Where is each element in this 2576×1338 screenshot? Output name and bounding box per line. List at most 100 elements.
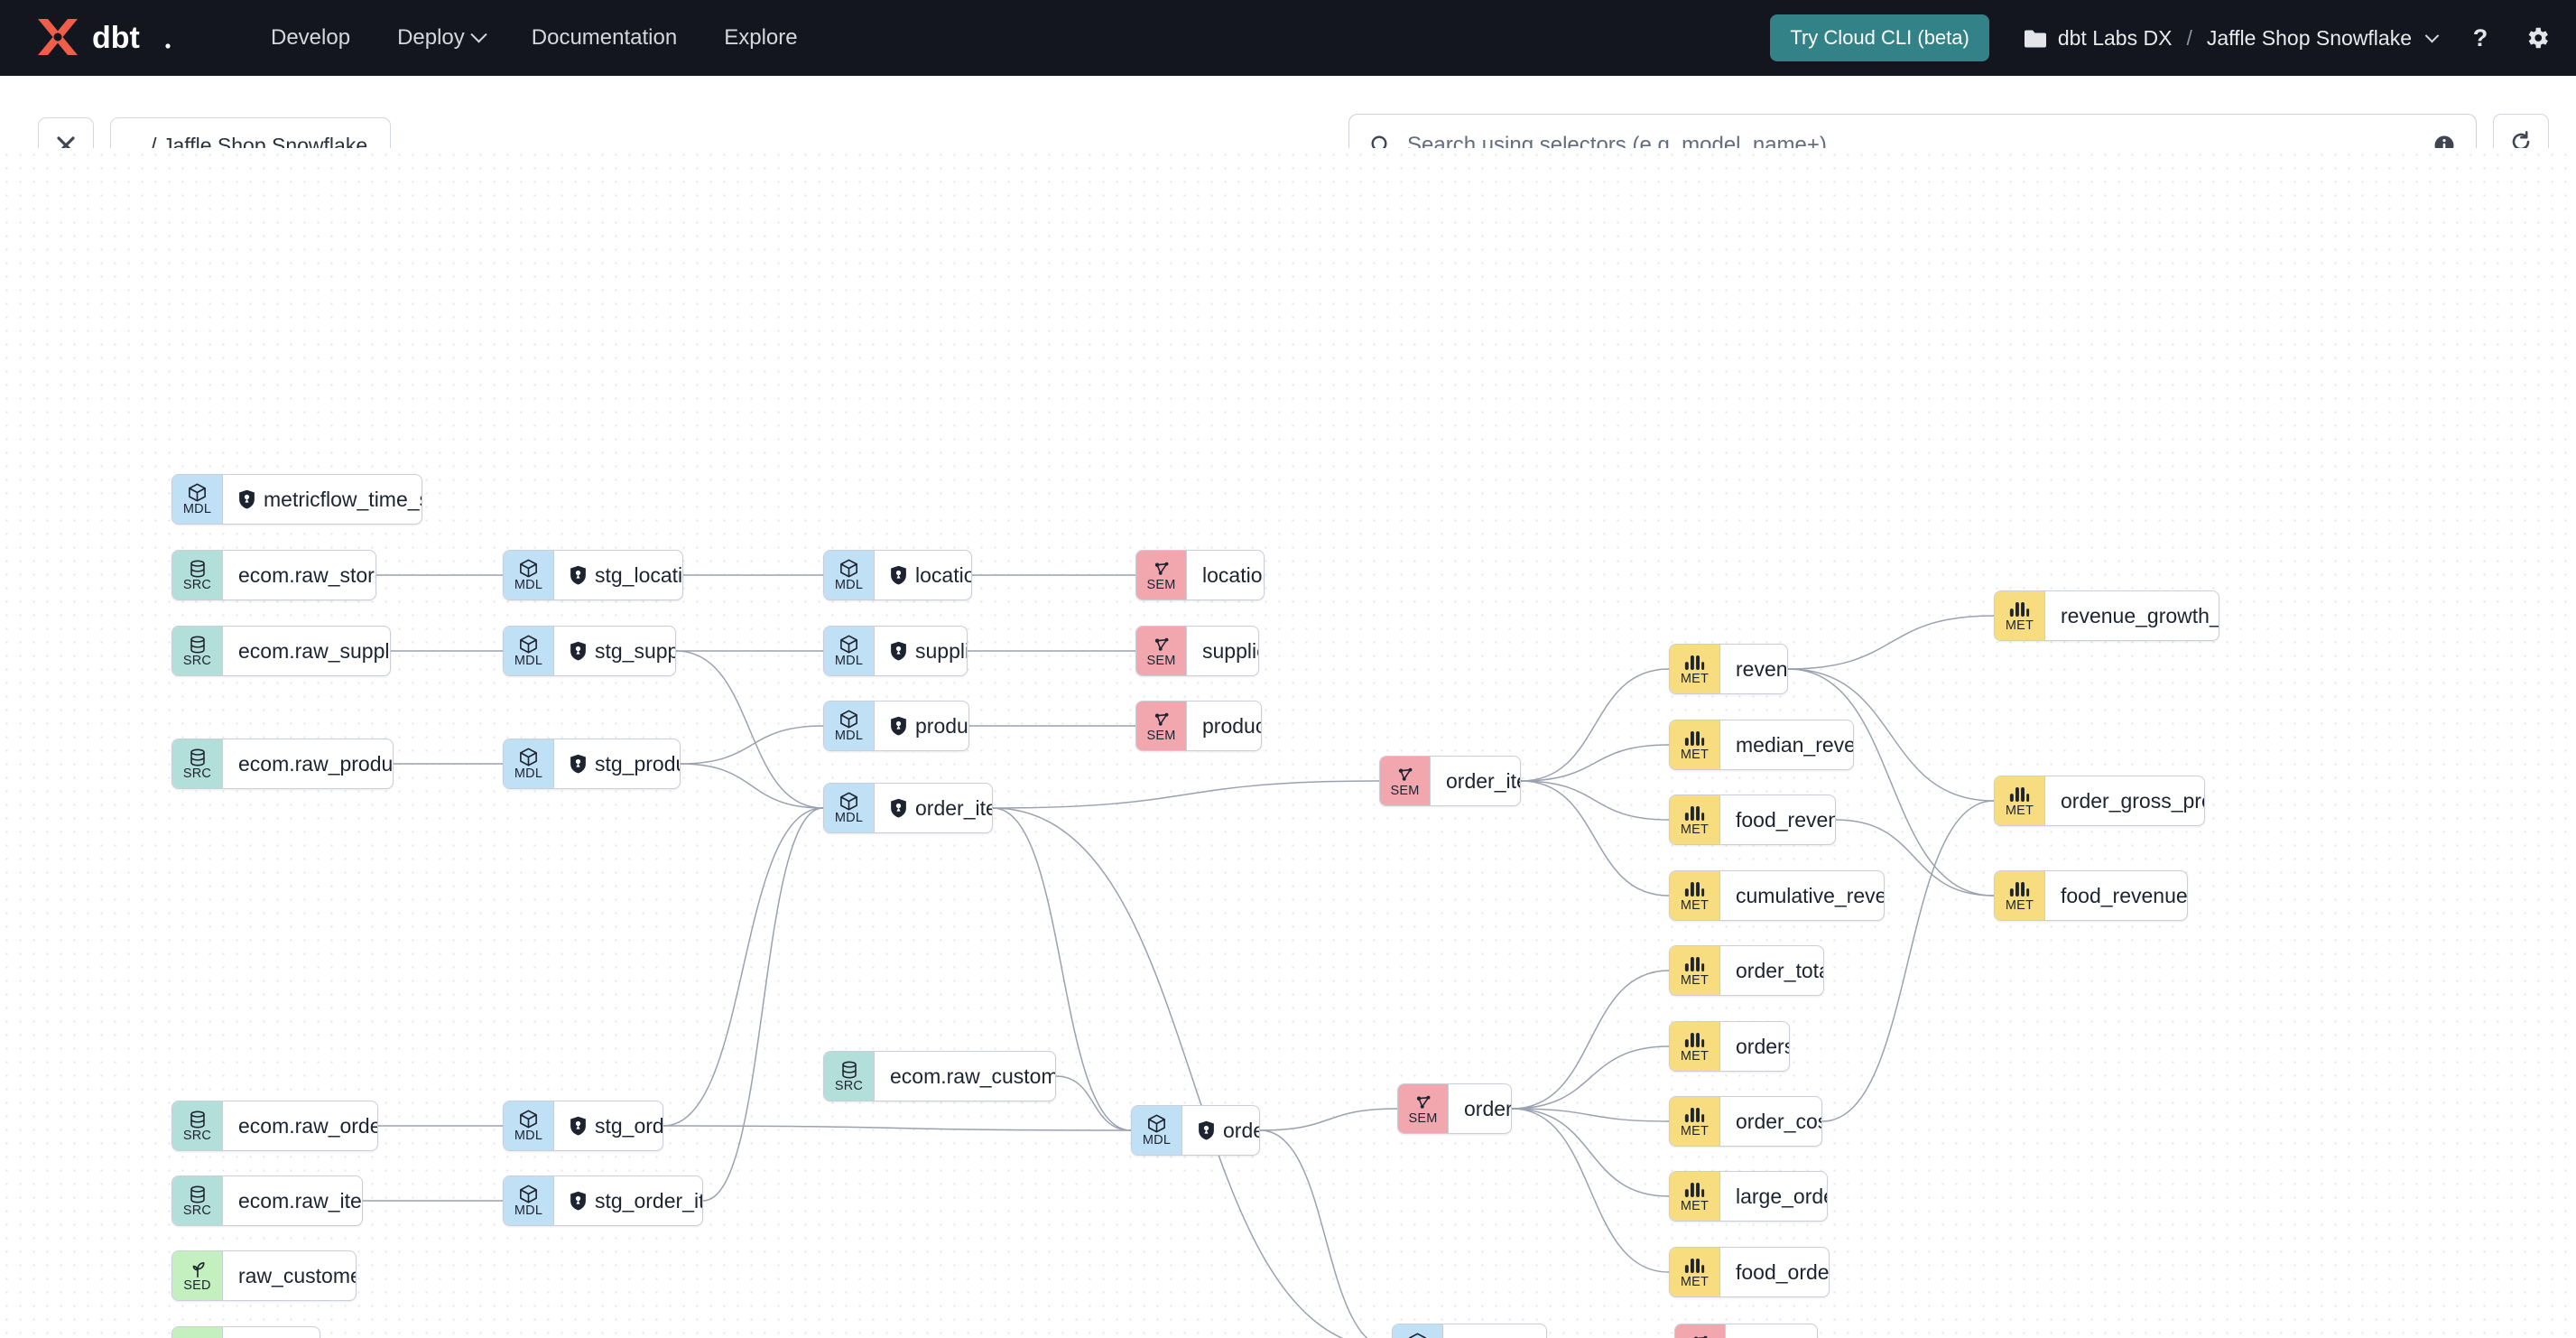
node-label-wrap: order_cost <box>1720 1097 1821 1146</box>
nav-item-label: Develop <box>271 25 351 50</box>
breadcrumb-separator: / <box>2186 25 2192 50</box>
edge-sem_order_item-to-met_food_revenue <box>1520 780 1670 821</box>
graph-node-mdl_supplies[interactable]: MDLsupplies <box>823 626 968 676</box>
node-label: orders <box>1464 1096 1512 1120</box>
nav-item-deploy[interactable]: Deploy <box>374 25 508 51</box>
breadcrumb-project[interactable]: Jaffle Shop Snowflake <box>2206 25 2412 50</box>
node-type-glyph <box>1413 1092 1433 1112</box>
node-label: stg_products <box>595 751 680 776</box>
node-type-glyph <box>1407 1333 1428 1338</box>
node-type-badge-met: MET <box>1670 645 1720 693</box>
graph-node-stg_products[interactable]: MDL stg_products <box>503 739 681 789</box>
graph-node-sem_products[interactable]: SEMproducts <box>1135 701 1262 751</box>
node-type-glyph <box>1684 804 1705 823</box>
node-type-badge-mdl: MDL <box>504 1176 554 1225</box>
nav-item-develop[interactable]: Develop <box>247 25 374 51</box>
node-type-badge-mdl: MDL <box>504 1101 554 1150</box>
graph-node-sem_customers[interactable]: SEM customers <box>1674 1324 1818 1338</box>
dbt-logo[interactable]: dbt <box>32 15 193 60</box>
node-type-badge-mdl: MDL <box>504 551 554 599</box>
node-type-badge-met: MET <box>1670 1248 1720 1296</box>
node-type-badge-sem: SEM <box>1675 1324 1726 1338</box>
lineage-graph-canvas[interactable]: MDLmetricflow_time_spineSRCecom.raw_stor… <box>0 148 2576 1338</box>
nav-item-documentation[interactable]: Documentation <box>508 25 700 51</box>
node-label-wrap: ecom.raw_stores <box>223 551 375 599</box>
graph-node-sem_supplies[interactable]: SEMsupplies <box>1135 626 1259 676</box>
node-label: ecom.raw_items <box>238 1188 362 1213</box>
node-label-wrap: ecom.raw_orders <box>223 1101 377 1150</box>
node-label: order_gross_profit <box>2061 788 2204 813</box>
edge-sem_orders-to-met_order_cost <box>1511 1108 1670 1122</box>
cube-icon <box>520 635 537 654</box>
graph-node-mdl_orders[interactable]: MDLorders <box>1131 1105 1260 1156</box>
bar-chart-icon <box>1684 881 1705 897</box>
node-type-abbr: SRC <box>182 766 212 781</box>
graph-node-sem_orders[interactable]: SEMorders <box>1397 1083 1512 1134</box>
node-type-glyph <box>1684 1256 1705 1276</box>
node-type-abbr: SED <box>183 1278 211 1293</box>
node-type-badge-mdl: MDL <box>504 739 554 788</box>
node-type-glyph <box>1395 765 1415 785</box>
cube-icon <box>520 1185 537 1203</box>
node-type-badge-mdl: MDL <box>1393 1324 1443 1338</box>
node-label: order_item <box>1446 768 1520 793</box>
help-button[interactable]: ? <box>2468 25 2493 51</box>
settings-button[interactable] <box>2524 24 2551 51</box>
node-type-badge-met: MET <box>1670 871 1720 920</box>
node-type-badge-met: MET <box>1670 720 1720 769</box>
node-type-badge-mdl: MDL <box>824 702 875 750</box>
node-label: food_revenue_pct <box>2061 883 2188 907</box>
nav-item-explore[interactable]: Explore <box>700 25 820 51</box>
node-label: customers <box>1741 1337 1817 1338</box>
node-type-badge-mdl: MDL <box>1132 1106 1182 1155</box>
node-type-glyph <box>518 1185 539 1204</box>
node-type-abbr: SEM <box>1146 653 1176 668</box>
breadcrumb-account[interactable]: dbt Labs DX <box>2057 25 2173 50</box>
refresh-icon <box>2512 131 2530 151</box>
node-type-glyph <box>1684 1180 1705 1200</box>
graph-node-mdl_locations[interactable]: MDLlocations <box>823 550 972 600</box>
edge-stg_order_items-to-mdl_order_items <box>702 807 824 1202</box>
graph-node-mdl_products[interactable]: MDLproducts <box>823 701 969 751</box>
nav-item-label: Explore <box>724 25 798 50</box>
graph-node-sem_locations[interactable]: SEMlocations <box>1135 550 1265 600</box>
node-type-badge-sem: SEM <box>1136 551 1187 599</box>
cube-icon <box>840 792 857 811</box>
dbt-logo-wordmark: dbt <box>92 21 171 55</box>
graph-toolbar: .. / Jaffle Shop Snowflake <box>0 76 2576 177</box>
primary-nav: Develop Deploy Documentation Explore <box>247 25 821 51</box>
chevron-down-icon[interactable] <box>2424 28 2440 42</box>
bar-chart-icon <box>1684 655 1705 670</box>
node-type-glyph <box>839 635 859 655</box>
try-cloud-cli-button[interactable]: Try Cloud CLI (beta) <box>1770 14 1989 61</box>
graph-node-mdl_customers[interactable]: MDLcustomers <box>1392 1324 1547 1338</box>
node-label-wrap: customers <box>1726 1324 1817 1338</box>
